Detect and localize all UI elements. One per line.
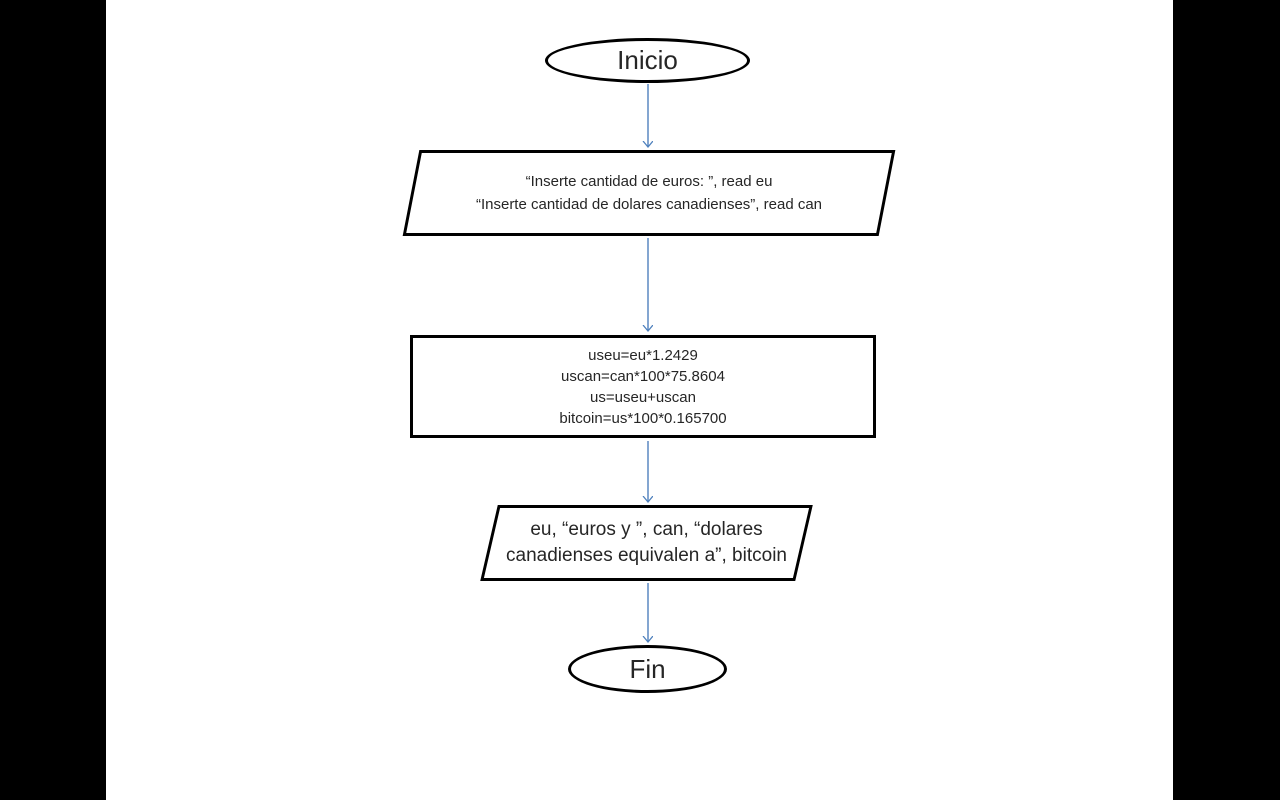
letterbox-right bbox=[1173, 0, 1280, 800]
text-line: “Inserte cantidad de dolares canadienses… bbox=[475, 196, 823, 213]
text-line: eu, “euros y ”, can, “dolares bbox=[530, 519, 763, 540]
flowchart-node-end: Fin bbox=[568, 645, 727, 693]
start-label: Inicio bbox=[617, 45, 678, 75]
text-line: canadienses equivalen a”, bitcoin bbox=[506, 545, 787, 566]
flowchart-slide: Inicio “Inserte cantidad de euros: ”, re… bbox=[106, 0, 1173, 800]
ellipse-outline bbox=[568, 645, 727, 693]
end-label: Fin bbox=[629, 653, 666, 684]
text-line: bitcoin=us*100*0.165700 bbox=[559, 409, 727, 427]
text-line: “Inserte cantidad de euros: ”, read eu bbox=[525, 173, 773, 190]
process-label: useu=eu*1.2429 uscan=can*100*75.8604 us=… bbox=[559, 345, 726, 429]
letterbox-left bbox=[0, 0, 106, 800]
flowchart-node-input: “Inserte cantidad de euros: ”, read eu “… bbox=[402, 150, 896, 236]
flowchart-node-start: Inicio bbox=[545, 38, 750, 83]
text-line: us=useu+uscan bbox=[590, 388, 696, 406]
output-label: eu, “euros y ”, can, “dolares canadiense… bbox=[506, 517, 787, 569]
flowchart-node-output: eu, “euros y ”, can, “dolares canadiense… bbox=[480, 505, 813, 581]
input-label: “Inserte cantidad de euros: ”, read eu “… bbox=[476, 170, 822, 216]
rectangle-outline bbox=[410, 335, 876, 438]
text-line: uscan=can*100*75.8604 bbox=[561, 367, 725, 385]
ellipse-outline bbox=[545, 38, 750, 83]
text-line: useu=eu*1.2429 bbox=[588, 346, 698, 364]
flowchart-node-process: useu=eu*1.2429 uscan=can*100*75.8604 us=… bbox=[410, 335, 876, 438]
